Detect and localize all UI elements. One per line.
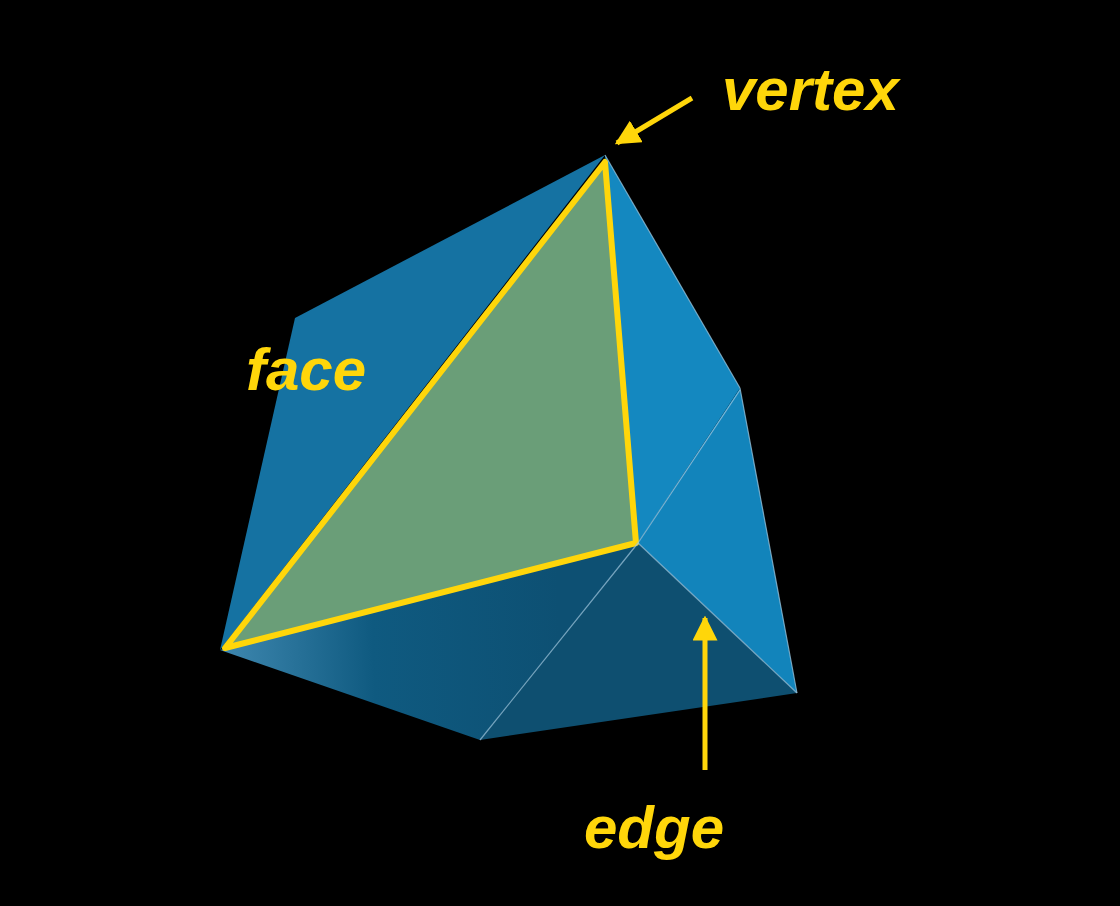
part-label: edge bbox=[584, 798, 724, 858]
part-label: face bbox=[246, 340, 366, 400]
edge-leader bbox=[703, 618, 708, 770]
part-label: vertex bbox=[722, 60, 899, 120]
edge-lines bbox=[480, 155, 797, 740]
vertex-leader bbox=[617, 98, 692, 143]
highlighted-face bbox=[225, 162, 636, 648]
